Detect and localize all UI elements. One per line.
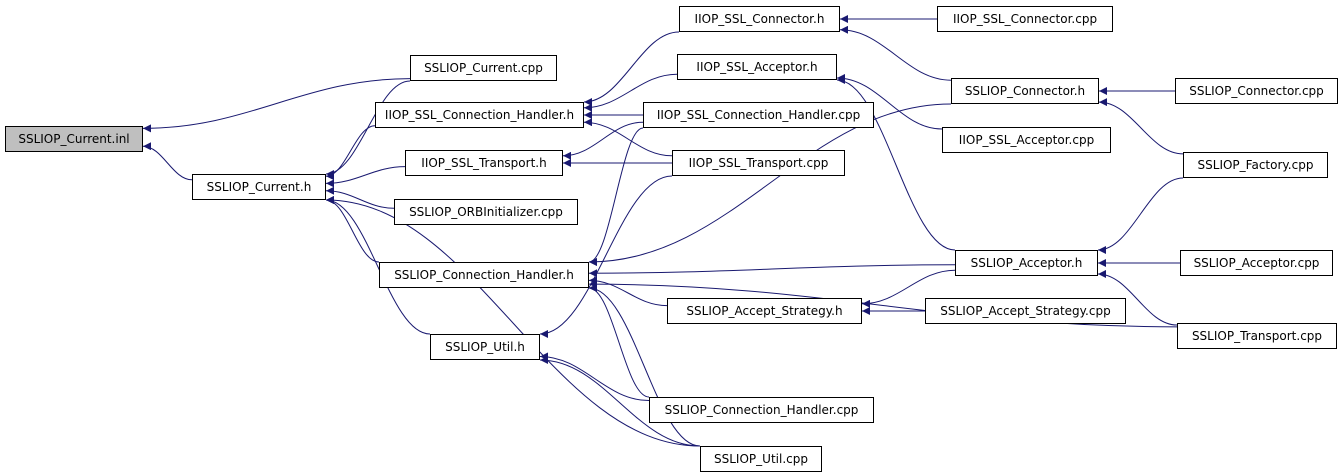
edge-current_h-to-current_inl xyxy=(142,142,193,181)
edge-util_cpp-to-util_h xyxy=(539,356,701,447)
edge-conn_handler_iiop_h-to-current_h xyxy=(325,125,376,181)
node-current-inl[interactable]: SSLIOP_Current.inl xyxy=(5,126,143,152)
edge-conn_handler_cpp-to-conn_handler_h xyxy=(588,284,650,398)
edge-connector_h-to-conn_handler_h xyxy=(588,103,952,266)
node-ssliop-orbinitializer-cpp[interactable]: SSLIOP_ORBInitializer.cpp xyxy=(394,199,578,225)
edge-transport_cpp-to-conn_handler_h xyxy=(588,280,1178,328)
node-iiop-ssl-connection-handler-h[interactable]: IIOP_SSL_Connection_Handler.h xyxy=(375,102,584,128)
node-ssliop-acceptor-h[interactable]: SSLIOP_Acceptor.h xyxy=(955,250,1098,276)
node-ssliop-connection-handler-cpp[interactable]: SSLIOP_Connection_Handler.cpp xyxy=(649,397,874,423)
edge-factory_cpp-to-connector_h xyxy=(1098,98,1184,155)
node-ssliop-acceptor-cpp[interactable]: SSLIOP_Acceptor.cpp xyxy=(1180,250,1333,276)
node-current-cpp[interactable]: SSLIOP_Current.cpp xyxy=(410,55,557,81)
edge-accept_strategy_h-to-conn_handler_h xyxy=(588,276,668,307)
node-iiop-ssl-transport-h[interactable]: IIOP_SSL_Transport.h xyxy=(405,150,563,176)
edge-conn_handler_iiop_cpp-to-transport_iiop_h xyxy=(562,121,644,160)
edge-util_cpp-to-conn_handler_h xyxy=(588,284,701,447)
node-ssliop-accept-strategy-cpp[interactable]: SSLIOP_Accept_Strategy.cpp xyxy=(925,298,1126,324)
edge-connector_h-to-iiop_connector_h xyxy=(839,25,952,81)
node-iiop-ssl-transport-cpp[interactable]: IIOP_SSL_Transport.cpp xyxy=(672,150,845,176)
edge-acceptor_h-to-iiop_acceptor_h xyxy=(836,76,956,251)
edge-util_cpp-to-current_h xyxy=(325,196,701,447)
node-ssliop-util-h[interactable]: SSLIOP_Util.h xyxy=(430,334,540,360)
edge-factory_cpp-to-acceptor_h xyxy=(1097,177,1184,254)
node-ssliop-accept-strategy-h[interactable]: SSLIOP_Accept_Strategy.h xyxy=(667,298,862,324)
edge-conn_handler_cpp-to-util_h xyxy=(539,352,650,402)
edge-conn_handler_iiop_cpp-to-conn_handler_h xyxy=(588,127,644,266)
edge-current_cpp-to-current_inl xyxy=(142,78,411,133)
edge-transport_cpp-to-acceptor_h xyxy=(1097,269,1178,326)
edge-transport_iiop_cpp-to-conn_handler_iiop_h xyxy=(583,118,673,157)
edge-acceptor_h-to-accept_strategy_h xyxy=(861,269,956,308)
edge-iiop_acceptor_h-to-conn_handler_iiop_h xyxy=(583,73,678,112)
edge-transport_iiop_cpp-to-util_h xyxy=(539,175,673,338)
node-ssliop-connection-handler-h[interactable]: SSLIOP_Connection_Handler.h xyxy=(379,262,589,288)
node-iiop-ssl-connector-cpp[interactable]: IIOP_SSL_Connector.cpp xyxy=(937,6,1113,32)
edge-iiop_acceptor_cpp-to-iiop_acceptor_h xyxy=(836,73,943,130)
node-ssliop-connector-cpp[interactable]: SSLIOP_Connector.cpp xyxy=(1175,78,1338,104)
node-current-h[interactable]: SSLIOP_Current.h xyxy=(192,174,326,200)
edge-transport_iiop_h-to-current_h xyxy=(325,166,406,188)
edge-acceptor_h-to-conn_handler_h xyxy=(588,264,956,278)
edge-orbinit_cpp-to-current_h xyxy=(325,186,395,209)
node-ssliop-transport-cpp[interactable]: SSLIOP_Transport.cpp xyxy=(1177,323,1337,349)
node-iiop-ssl-acceptor-h[interactable]: IIOP_SSL_Acceptor.h xyxy=(677,54,837,80)
node-iiop-ssl-connector-h[interactable]: IIOP_SSL_Connector.h xyxy=(679,6,840,32)
node-ssliop-util-cpp[interactable]: SSLIOP_Util.cpp xyxy=(700,446,822,472)
node-iiop-ssl-acceptor-cpp[interactable]: IIOP_SSL_Acceptor.cpp xyxy=(942,127,1111,153)
edge-util_h-to-current_h xyxy=(325,196,431,335)
edge-iiop_connector_h-to-conn_handler_iiop_h xyxy=(583,31,680,106)
node-ssliop-factory-cpp[interactable]: SSLIOP_Factory.cpp xyxy=(1183,152,1328,178)
node-iiop-ssl-connection-handler-cpp[interactable]: IIOP_SSL_Connection_Handler.cpp xyxy=(643,102,874,128)
node-ssliop-connector-h[interactable]: SSLIOP_Connector.h xyxy=(951,78,1099,104)
